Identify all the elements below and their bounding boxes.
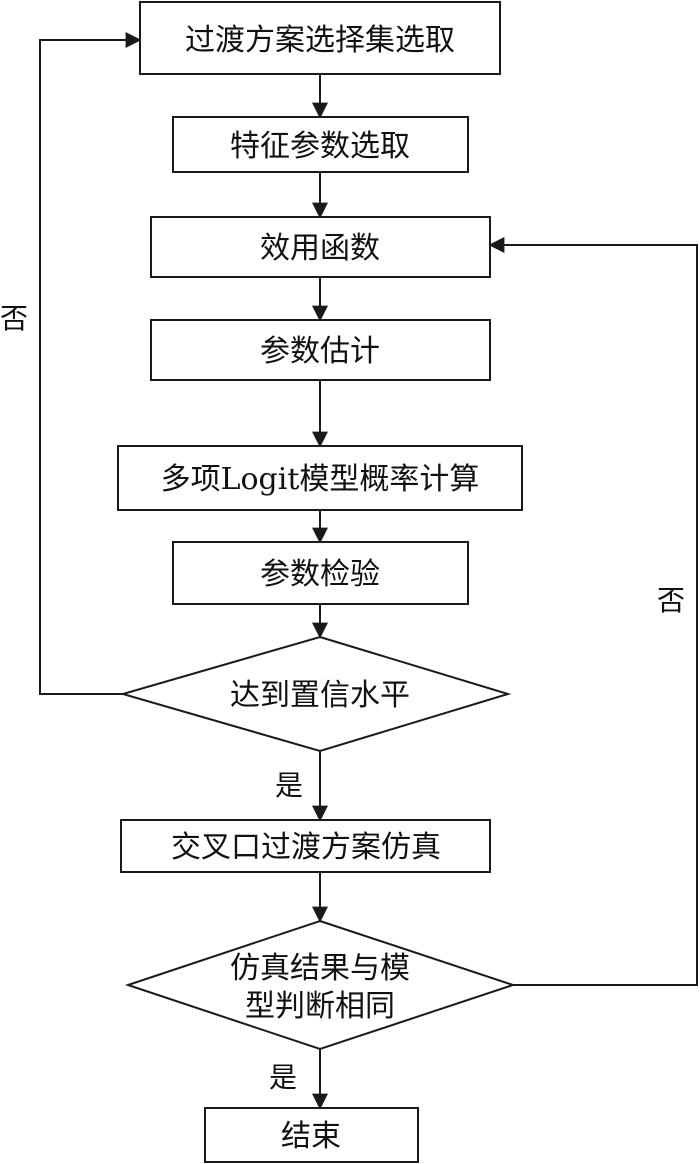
- edge-label-confidence-no: 否: [0, 302, 28, 335]
- node-confidence-label: 达到置信水平: [230, 678, 410, 713]
- node-select-set-label: 过渡方案选择集选取: [185, 23, 455, 58]
- node-compare-label-line2: 型判断相同: [245, 989, 395, 1024]
- node-confidence: 达到置信水平: [119, 635, 512, 753]
- node-utility-label: 效用函数: [260, 231, 380, 266]
- node-feature-params: 特征参数选取: [172, 116, 469, 173]
- edge-label-compare-no: 否: [657, 584, 685, 617]
- node-simulation: 交叉口过渡方案仿真: [120, 819, 491, 873]
- edge-label-compare-yes: 是: [269, 1061, 297, 1094]
- node-simulation-label: 交叉口过渡方案仿真: [171, 830, 441, 865]
- node-param-estimate: 参数估计: [150, 319, 491, 381]
- node-compare: 仿真结果与模 型判断相同: [124, 919, 517, 1051]
- node-param-test: 参数检验: [172, 541, 469, 605]
- arrow-confidence-no-loop: [39, 32, 142, 695]
- node-end-label: 结束: [281, 1119, 341, 1154]
- node-logit-label: 多项Logit模型概率计算: [161, 462, 480, 497]
- node-logit: 多项Logit模型概率计算: [117, 445, 523, 511]
- node-compare-label-line1: 仿真结果与模: [230, 951, 410, 986]
- node-select-set: 过渡方案选择集选取: [139, 1, 501, 75]
- arrow-compare-no-loop: [488, 237, 698, 986]
- node-param-estimate-label: 参数估计: [260, 334, 380, 369]
- node-end: 结束: [204, 1107, 419, 1163]
- edge-label-confidence-yes: 是: [275, 769, 303, 802]
- node-param-test-label: 参数检验: [260, 557, 380, 592]
- node-utility: 效用函数: [150, 216, 491, 278]
- node-feature-params-label: 特征参数选取: [230, 129, 410, 164]
